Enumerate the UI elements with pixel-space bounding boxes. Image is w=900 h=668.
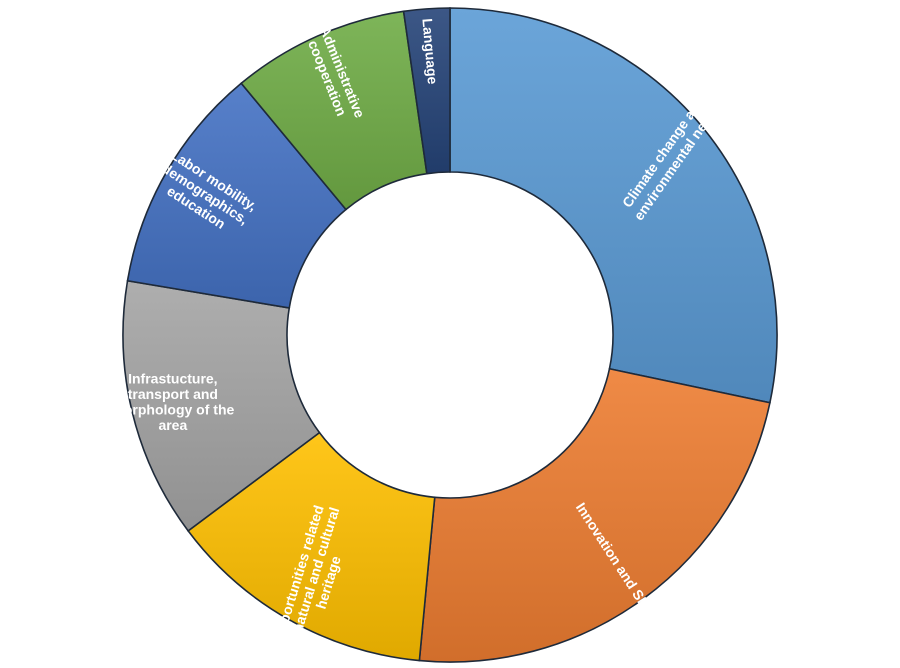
slice-climate-change-and-environmental-needs — [449, 7, 778, 404]
slice-language — [402, 7, 451, 175]
slice-labor-mobility-demographics-education — [126, 82, 348, 309]
slices-group — [122, 7, 778, 663]
slice-label-line: Language — [419, 18, 441, 85]
slice-label-line: morphology of the — [111, 402, 234, 418]
slice-innovation-and-smes — [418, 367, 771, 663]
slice-label-line: Infrastucture, — [128, 370, 217, 386]
slice-opportunities-related-to-natural-and-cultural-heritage — [187, 431, 436, 662]
slice-infrastucture-transport-and-morphology-of-the-area — [122, 279, 321, 532]
slice-label-line: area — [158, 417, 187, 433]
slice-label-language: Language — [419, 18, 441, 85]
slice-label-line: transport and — [128, 386, 218, 402]
